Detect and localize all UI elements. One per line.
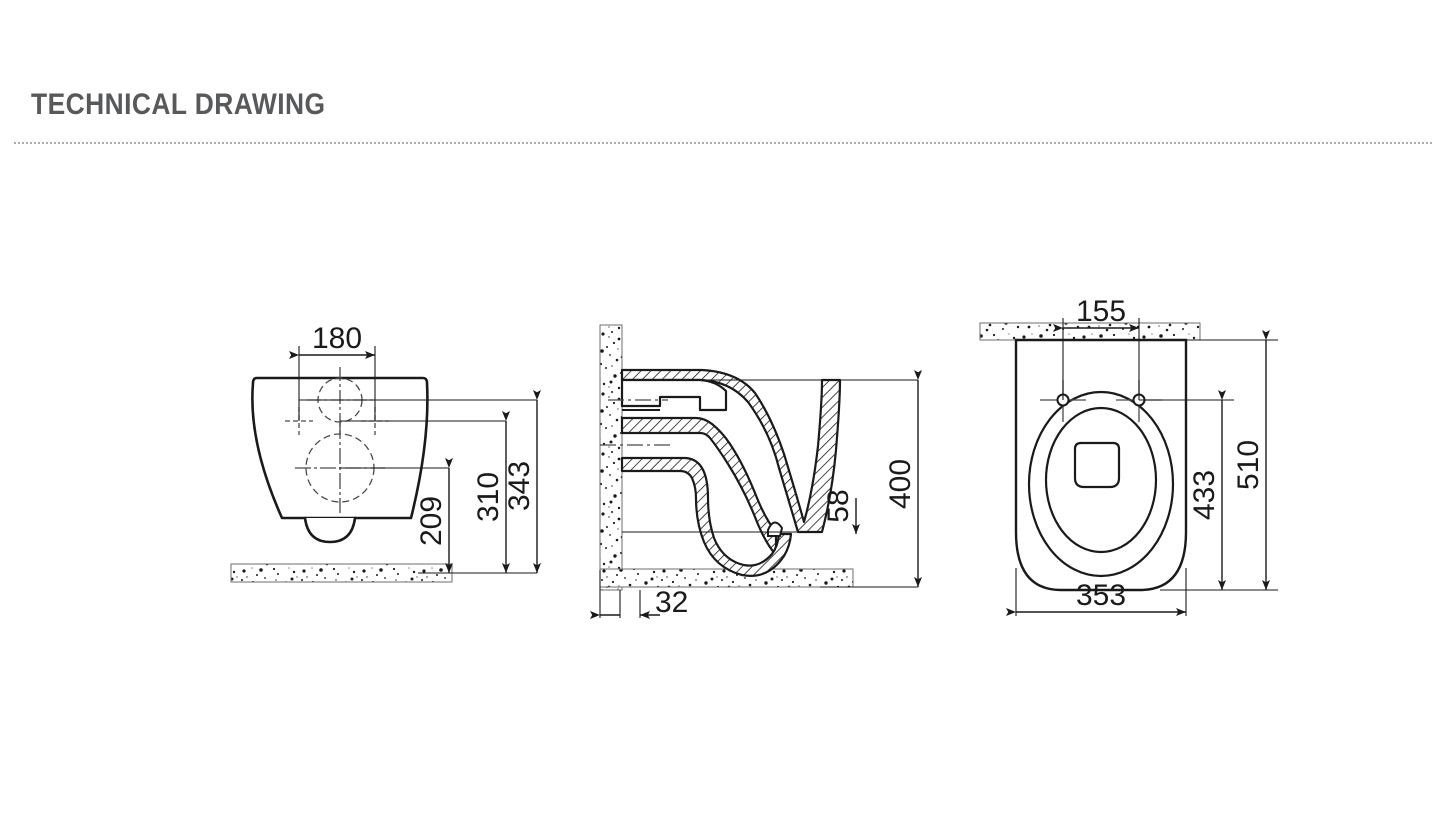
dimension-top-510: 510 [1232, 330, 1270, 590]
dimension-front-209: 209 [415, 458, 453, 573]
dimension-side-58-label: 58 [822, 489, 855, 522]
dimension-top-510-label: 510 [1232, 440, 1265, 490]
technical-drawing-svg: 180 209 310 343 [230, 295, 1278, 619]
dimension-top-155: 155 [1053, 295, 1139, 332]
dimension-top-433: 433 [1188, 390, 1226, 590]
drawing-canvas: 180 209 310 343 [0, 150, 1445, 814]
dimension-front-310: 310 [472, 411, 510, 573]
page-title: TECHNICAL DRAWING [31, 88, 326, 121]
side-view-floor [599, 568, 854, 588]
side-view-center-lines [600, 399, 672, 446]
header-divider [14, 142, 1432, 144]
top-view-flush-outlet [1073, 441, 1121, 489]
dimension-front-310-label: 310 [472, 472, 505, 522]
dimension-side-400-label: 400 [884, 459, 917, 509]
side-section-view: 400 58 32 [590, 324, 922, 619]
side-view-wall [599, 324, 623, 591]
front-view-extension-lines [298, 346, 537, 574]
dimension-side-400: 400 [884, 370, 922, 587]
dimension-front-343-label: 343 [503, 461, 536, 511]
dimension-top-353-label: 353 [1076, 579, 1126, 612]
dimension-top-433-label: 433 [1188, 470, 1221, 520]
side-view-extension-lines [599, 379, 918, 618]
side-view-body-section [620, 368, 842, 577]
dimension-top-155-label: 155 [1076, 295, 1126, 328]
dimension-side-32: 32 [590, 586, 688, 619]
dimension-front-209-label: 209 [415, 496, 448, 546]
top-view: 155 353 433 510 [979, 295, 1278, 616]
dimension-side-32-label: 32 [655, 586, 688, 619]
dimension-side-58: 58 [822, 489, 860, 534]
page-header: TECHNICAL DRAWING [0, 0, 1445, 150]
dimension-front-180-label: 180 [312, 322, 362, 355]
dimension-front-180: 180 [289, 322, 375, 359]
front-view: 180 209 310 343 [230, 322, 541, 583]
dimension-top-353: 353 [1006, 579, 1186, 616]
dimension-front-343: 343 [503, 390, 541, 573]
